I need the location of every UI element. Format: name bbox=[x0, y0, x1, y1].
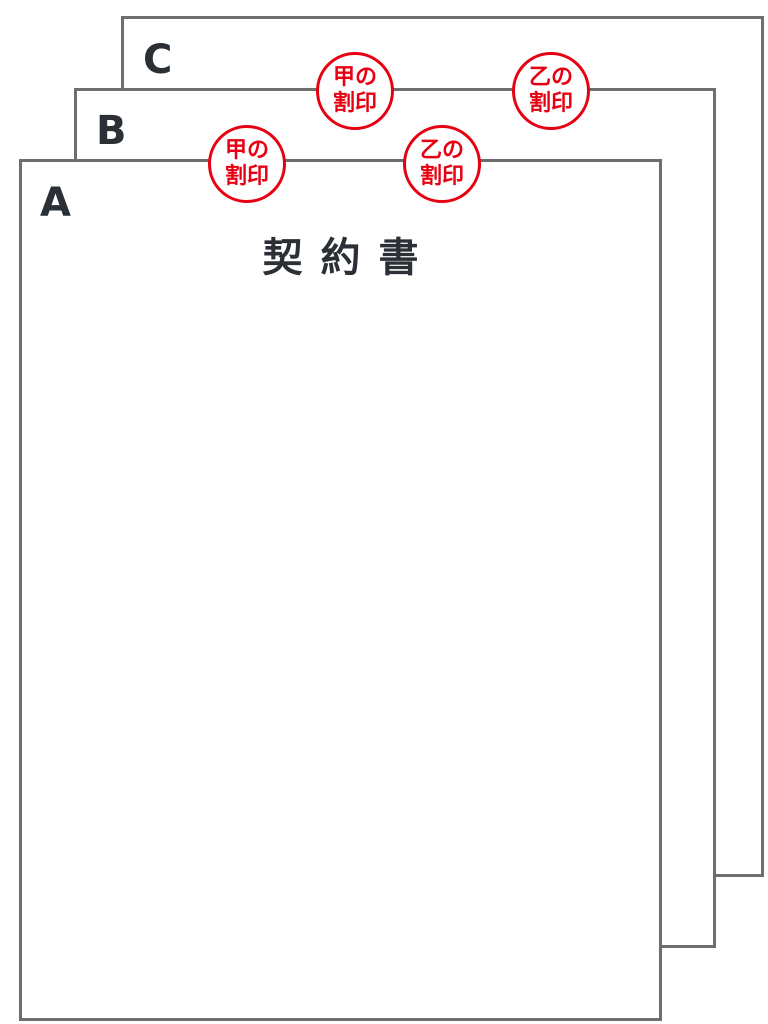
party-b-tally-seal-b: 乙の 割印 bbox=[403, 125, 481, 203]
contract-title: 契約書 bbox=[262, 235, 437, 281]
seal-line-2: 割印 bbox=[332, 91, 377, 116]
seal-line-1: 乙の bbox=[419, 138, 464, 163]
seal-line-1: 甲の bbox=[332, 65, 377, 90]
seal-line-2: 割印 bbox=[528, 91, 573, 116]
seal-line-2: 割印 bbox=[419, 164, 464, 189]
page-b-label: B bbox=[96, 108, 127, 154]
page-a-label: A bbox=[40, 180, 71, 226]
party-a-tally-seal-c: 甲の 割印 bbox=[316, 52, 394, 130]
party-a-tally-seal-b: 甲の 割印 bbox=[208, 125, 286, 203]
seal-line-1: 乙の bbox=[528, 65, 573, 90]
page-a: A 契約書 bbox=[19, 159, 662, 1021]
seal-line-1: 甲の bbox=[224, 138, 269, 163]
party-b-tally-seal-c: 乙の 割印 bbox=[512, 52, 590, 130]
page-c-label: C bbox=[143, 37, 173, 83]
seal-line-2: 割印 bbox=[224, 164, 269, 189]
